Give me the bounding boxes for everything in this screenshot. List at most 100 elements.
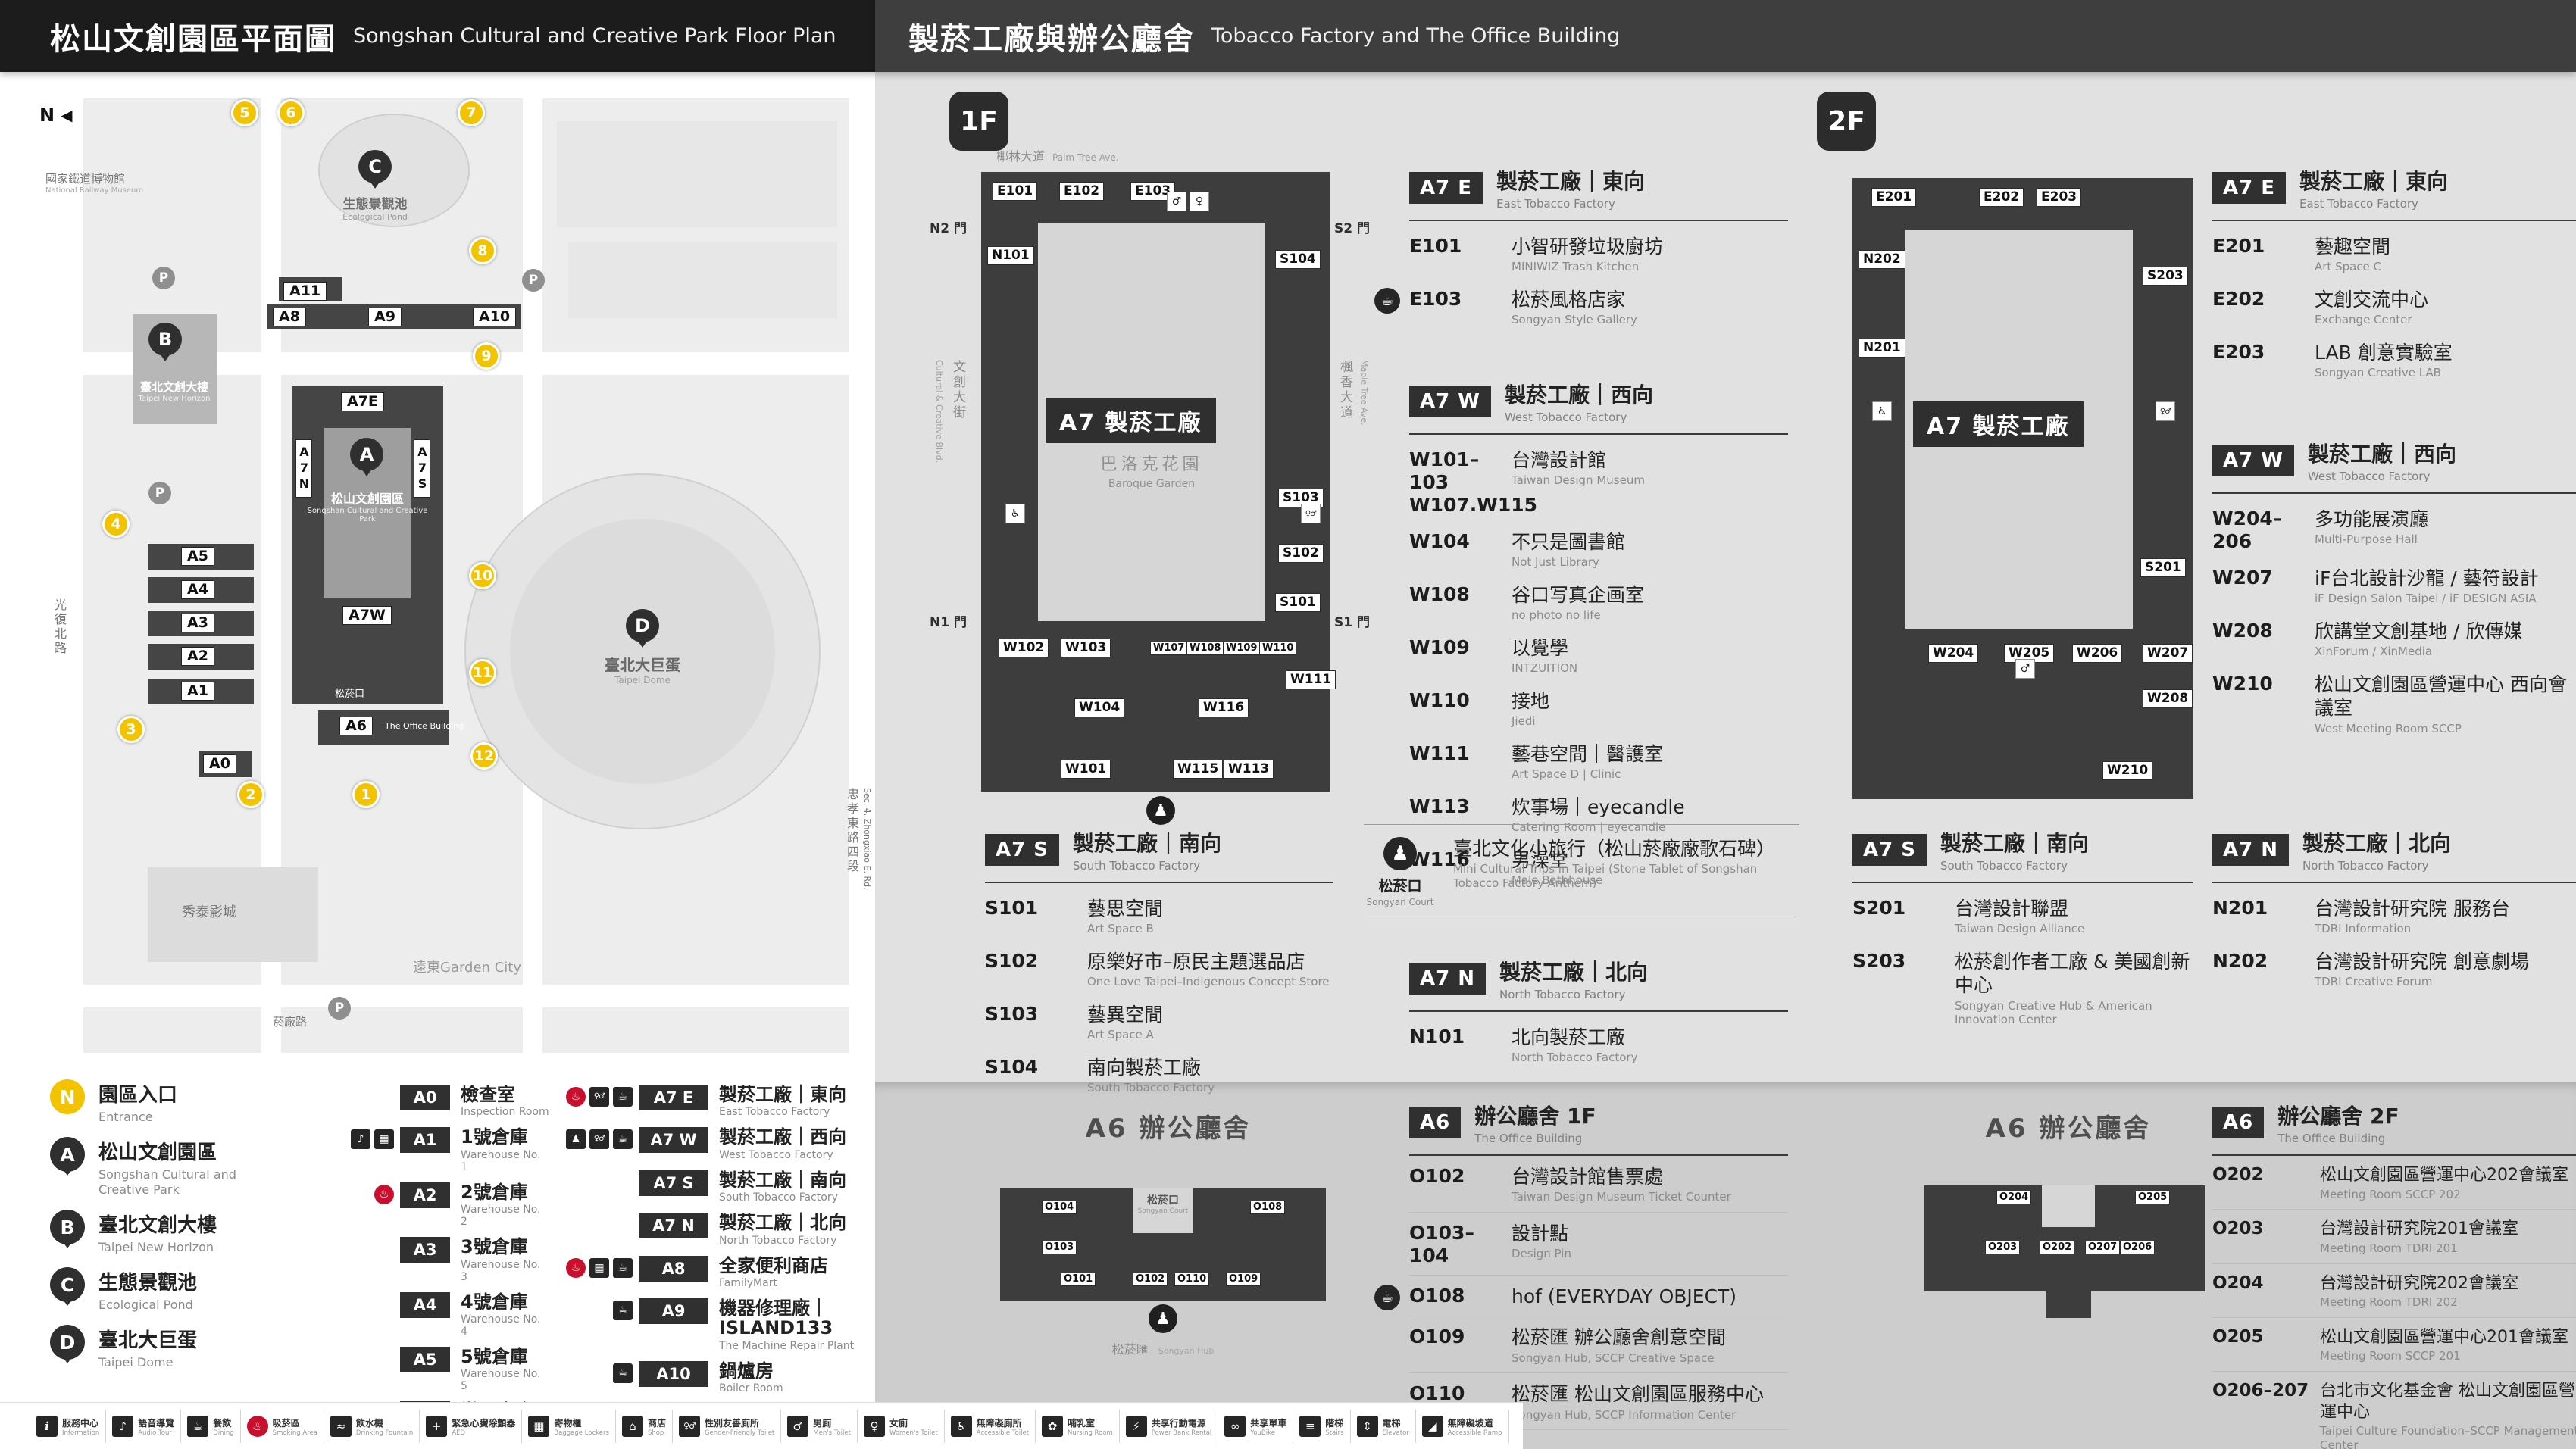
section-title-zh: 製菸工廠｜東向: [1496, 169, 1646, 194]
amenity-label-en: Drinking Fountain: [355, 1429, 414, 1437]
room-amenity-icon: [1374, 288, 1400, 314]
a7-building-label: A7 製菸工廠: [1046, 398, 1216, 443]
building-chip: A0: [400, 1085, 450, 1110]
room-name: 藝思空間: [1087, 898, 1164, 920]
amenity-icon: [1042, 1416, 1064, 1437]
legend-zh: 鍋爐房: [719, 1360, 774, 1382]
building-chip: A7 S: [639, 1170, 708, 1196]
street-zhongxiao: 忠孝東路四段: [845, 788, 859, 874]
amenity-icon: [246, 1416, 268, 1437]
amenity-icon: [787, 1416, 809, 1437]
room-code: W204–206: [2212, 507, 2283, 552]
section-title-en: Tobacco Factory and The Office Building: [1211, 24, 1621, 48]
legend-en: Inspection Room: [461, 1106, 549, 1119]
city-block: [568, 242, 837, 318]
north-arrow-icon: ◀: [61, 106, 73, 124]
amenity-legend-item: 臺北文化小旅行Mini Cultural Trips in Taipei: [1509, 1410, 1515, 1443]
amenity-icon: [1421, 1416, 1443, 1437]
room-code: S103: [985, 1003, 1039, 1025]
room-chip: N202: [1859, 250, 1905, 269]
legend-zh: 臺北文創大樓: [98, 1214, 217, 1237]
room-name-en: TDRI Creative Forum: [2315, 975, 2433, 989]
section-chip: A7 S: [1852, 834, 1927, 866]
amenity-label: 商店: [647, 1417, 666, 1429]
accessible-icon: [1005, 504, 1025, 523]
amenity-label: 寄物櫃: [554, 1417, 582, 1429]
section-title-en: The Office Building: [1474, 1132, 1583, 1145]
entrance-marker: 6: [277, 99, 305, 126]
room-code: E203: [2212, 341, 2265, 363]
room-name: 欣講堂文創基地 / 欣傳媒: [2315, 620, 2523, 642]
amenity-label-en: Accessible Toilet: [976, 1429, 1030, 1437]
map-chip-a3: A3: [181, 614, 214, 632]
room-code: W104: [1409, 530, 1470, 552]
pin-a-icon: A: [50, 1137, 85, 1172]
room-chip: O206: [2120, 1241, 2156, 1255]
room-chip: W206: [2072, 644, 2123, 663]
section-title-en: East Tobacco Factory: [2299, 197, 2418, 211]
amenity-label: 服務中心: [62, 1417, 99, 1429]
amenity-icon: [36, 1416, 58, 1437]
room-name-en: Taipei Culture Foundation–SCCP Managemen…: [2320, 1424, 2576, 1449]
map-chip-a5: A5: [181, 547, 214, 566]
legend-zh: 製菸工廠｜北向: [719, 1212, 846, 1234]
city-block: [557, 121, 837, 227]
amenity-icon: [528, 1416, 550, 1437]
section-title-en: The Office Building: [2277, 1132, 2386, 1145]
building-chip: A4: [400, 1291, 450, 1318]
legend-en: FamilyMart: [719, 1276, 777, 1289]
room-name: 多功能展演廳: [2315, 508, 2429, 530]
room-name: 藝巷空間｜醫護室: [1512, 743, 1664, 765]
dining-icon: [613, 1087, 633, 1107]
room-name-en: Jiedi: [1512, 714, 1536, 729]
room-name: 北向製菸工廠: [1512, 1026, 1626, 1048]
room-chip: W116: [1199, 698, 1249, 717]
dining-icon: [613, 1363, 633, 1383]
room-chip: W108: [1186, 642, 1224, 656]
road: [83, 985, 849, 1007]
room-chip: W103: [1061, 639, 1111, 657]
pin-c-icon: C: [50, 1267, 85, 1302]
songyan-court-block: 松菸口 Songyan Court 臺北文化小旅行（松山菸廠廠歌石碑） Mini…: [1364, 824, 1799, 920]
room-name: 台灣設計聯盟: [1955, 898, 2069, 920]
room-name-en: Art Space A: [1087, 1028, 1154, 1042]
amenity-label-en: Nursing Room: [1068, 1429, 1113, 1437]
gate-n2: N2 門: [930, 221, 967, 236]
legend-zh: 3號倉庫: [461, 1236, 528, 1258]
garden-city-label: 遠東Garden City: [413, 960, 521, 976]
pin-b-label: 臺北文創大樓: [139, 380, 208, 394]
floor-1f-badge: 1F: [949, 92, 1008, 151]
section-title-zh: 製菸工廠｜東向: [2299, 169, 2449, 194]
room-chip: W102: [999, 639, 1049, 657]
room-chip: E102: [1059, 182, 1105, 201]
room-code: W109: [1409, 636, 1470, 658]
songyan-court-walk-icon: [1146, 796, 1175, 825]
room-name-en: INTZUITION: [1512, 661, 1578, 676]
amenity-label: 電梯: [1382, 1417, 1401, 1429]
room-chip: O204: [1996, 1191, 2032, 1205]
entrance-marker: 5: [231, 99, 258, 126]
map-chip-a9: A9: [368, 308, 402, 326]
street-yanchang: 菸廠路: [273, 1015, 308, 1029]
entrance-marker: 11: [469, 659, 496, 686]
room-chip: W115: [1173, 760, 1224, 779]
room-chip: O202: [2040, 1241, 2075, 1255]
room-name: 台北市文化基金會 松山文創園區營運中心: [2320, 1382, 2575, 1422]
